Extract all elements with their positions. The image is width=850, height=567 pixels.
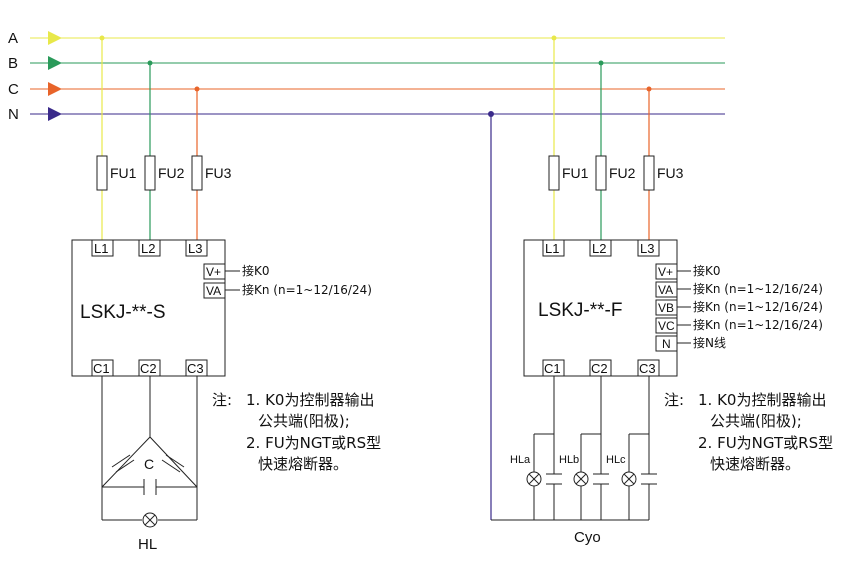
lamp-label-hlc: HLc — [606, 454, 626, 466]
note-prefix-right: 注: — [664, 391, 684, 409]
side-tag-va-right: VA — [658, 283, 673, 297]
controller-box-right — [523, 239, 678, 377]
note-prefix-left: 注: — [212, 391, 232, 409]
side-desc-vc-right: 接Kn (n=1~12/16/24) — [693, 317, 823, 332]
terminal-label-c3-left: C3 — [187, 361, 204, 376]
left-unit: FU1 FU2 FU3 L1 L2 L3 C1 C2 C3 LSKJ-**-S … — [71, 35, 372, 553]
side-desc-va-right: 接Kn (n=1~12/16/24) — [693, 281, 823, 296]
terminal-label-l1-left: L1 — [94, 241, 108, 256]
bus-lines: A B C N — [8, 30, 725, 123]
terminal-l1-right — [542, 239, 565, 257]
fuse-label-fu2-left: FU2 — [158, 165, 185, 181]
terminal-label-c3-right: C3 — [639, 361, 656, 376]
note-left: 注: 1. K0为控制器输出 公共端(阳极); 2. FU为NGT或RS型 快速… — [212, 391, 381, 473]
note-line2-right: 公共端(阳极); — [710, 412, 802, 430]
junction-b-left — [147, 60, 153, 66]
side-tag-vb-right: VB — [658, 301, 674, 315]
note-line1-left: 1. K0为控制器输出 — [246, 391, 374, 409]
fuse-fu2-left — [144, 155, 156, 191]
fuse-label-fu3-right: FU3 — [657, 165, 684, 181]
terminal-label-l2-right: L2 — [592, 241, 606, 256]
star-capacitor-bank — [491, 376, 657, 521]
side-desc-vb-right: 接Kn (n=1~12/16/24) — [693, 299, 823, 314]
junction-a-right — [551, 35, 557, 41]
side-desc-va-left: 接Kn (n=1~12/16/24) — [242, 282, 372, 297]
side-tag-vplus-left: V+ — [206, 265, 221, 279]
terminal-label-c1-right: C1 — [544, 361, 561, 376]
terminal-l2-left — [138, 239, 161, 257]
side-tag-vplus-right: V+ — [658, 265, 673, 279]
note-line4-right: 快速熔断器。 — [710, 455, 800, 473]
note-line3-right: 2. FU为NGT或RS型 — [698, 434, 833, 452]
fuse-label-fu1-right: FU1 — [562, 165, 589, 181]
bus-label-c: C — [8, 81, 19, 98]
bank-label-right: Cyo — [574, 529, 601, 546]
side-desc-n-right: 接N线 — [693, 335, 726, 350]
terminal-label-l3-right: L3 — [640, 241, 654, 256]
right-unit: FU1 FU2 FU3 L1 L2 L3 C1 C2 C3 LSKJ-**-F … — [488, 35, 823, 546]
fuse-label-fu3-left: FU3 — [205, 165, 232, 181]
delta-capacitor-network — [101, 376, 198, 528]
side-tag-va-left: VA — [206, 284, 221, 298]
terminal-label-c2-right: C2 — [591, 361, 608, 376]
note-line3-left: 2. FU为NGT或RS型 — [246, 434, 381, 452]
model-label-right: LSKJ-**-F — [538, 300, 622, 321]
bus-arrow-c — [48, 82, 62, 96]
terminal-label-c2-left: C2 — [140, 361, 157, 376]
fuse-fu3-left — [191, 155, 203, 191]
junction-a-left — [99, 35, 105, 41]
terminal-l3-left — [185, 239, 208, 257]
fuse-label-fu2-right: FU2 — [609, 165, 636, 181]
note-line2-left: 公共端(阳极); — [258, 412, 350, 430]
side-desc-vplus-left: 接K0 — [242, 263, 270, 278]
terminal-label-l1-right: L1 — [545, 241, 559, 256]
bus-label-a: A — [8, 30, 18, 47]
junction-b-right — [598, 60, 604, 66]
terminal-label-l2-left: L2 — [141, 241, 155, 256]
terminal-label-c1-left: C1 — [93, 361, 110, 376]
lamp-label-hlb: HLb — [559, 454, 579, 466]
note-line1-right: 1. K0为控制器输出 — [698, 391, 826, 409]
lamp-label-left: HL — [138, 536, 157, 553]
junction-n-right — [488, 111, 494, 117]
bus-label-n: N — [8, 106, 19, 123]
fuse-fu1-left — [96, 155, 108, 191]
note-right: 注: 1. K0为控制器输出 公共端(阳极); 2. FU为NGT或RS型 快速… — [664, 391, 833, 473]
terminal-l1-left — [91, 239, 114, 257]
fuse-fu3-right — [643, 155, 655, 191]
lamp-label-hla: HLa — [510, 454, 531, 466]
terminal-l3-right — [637, 239, 660, 257]
terminal-l2-right — [589, 239, 612, 257]
fuse-fu1-right — [548, 155, 560, 191]
bus-arrow-b — [48, 56, 62, 70]
bus-arrow-n — [48, 107, 62, 121]
terminal-label-l3-left: L3 — [188, 241, 202, 256]
fuse-fu2-right — [595, 155, 607, 191]
junction-c-left — [194, 86, 200, 92]
capacitor-label-left: C — [144, 456, 154, 472]
junction-c-right — [646, 86, 652, 92]
side-tag-n-right: N — [662, 337, 671, 351]
side-desc-vplus-right: 接K0 — [693, 263, 721, 278]
fuse-label-fu1-left: FU1 — [110, 165, 137, 181]
bus-label-b: B — [8, 55, 18, 72]
note-line4-left: 快速熔断器。 — [258, 455, 348, 473]
bus-arrow-a — [48, 31, 62, 45]
side-tag-vc-right: VC — [658, 319, 675, 333]
model-label-left: LSKJ-**-S — [80, 302, 166, 323]
